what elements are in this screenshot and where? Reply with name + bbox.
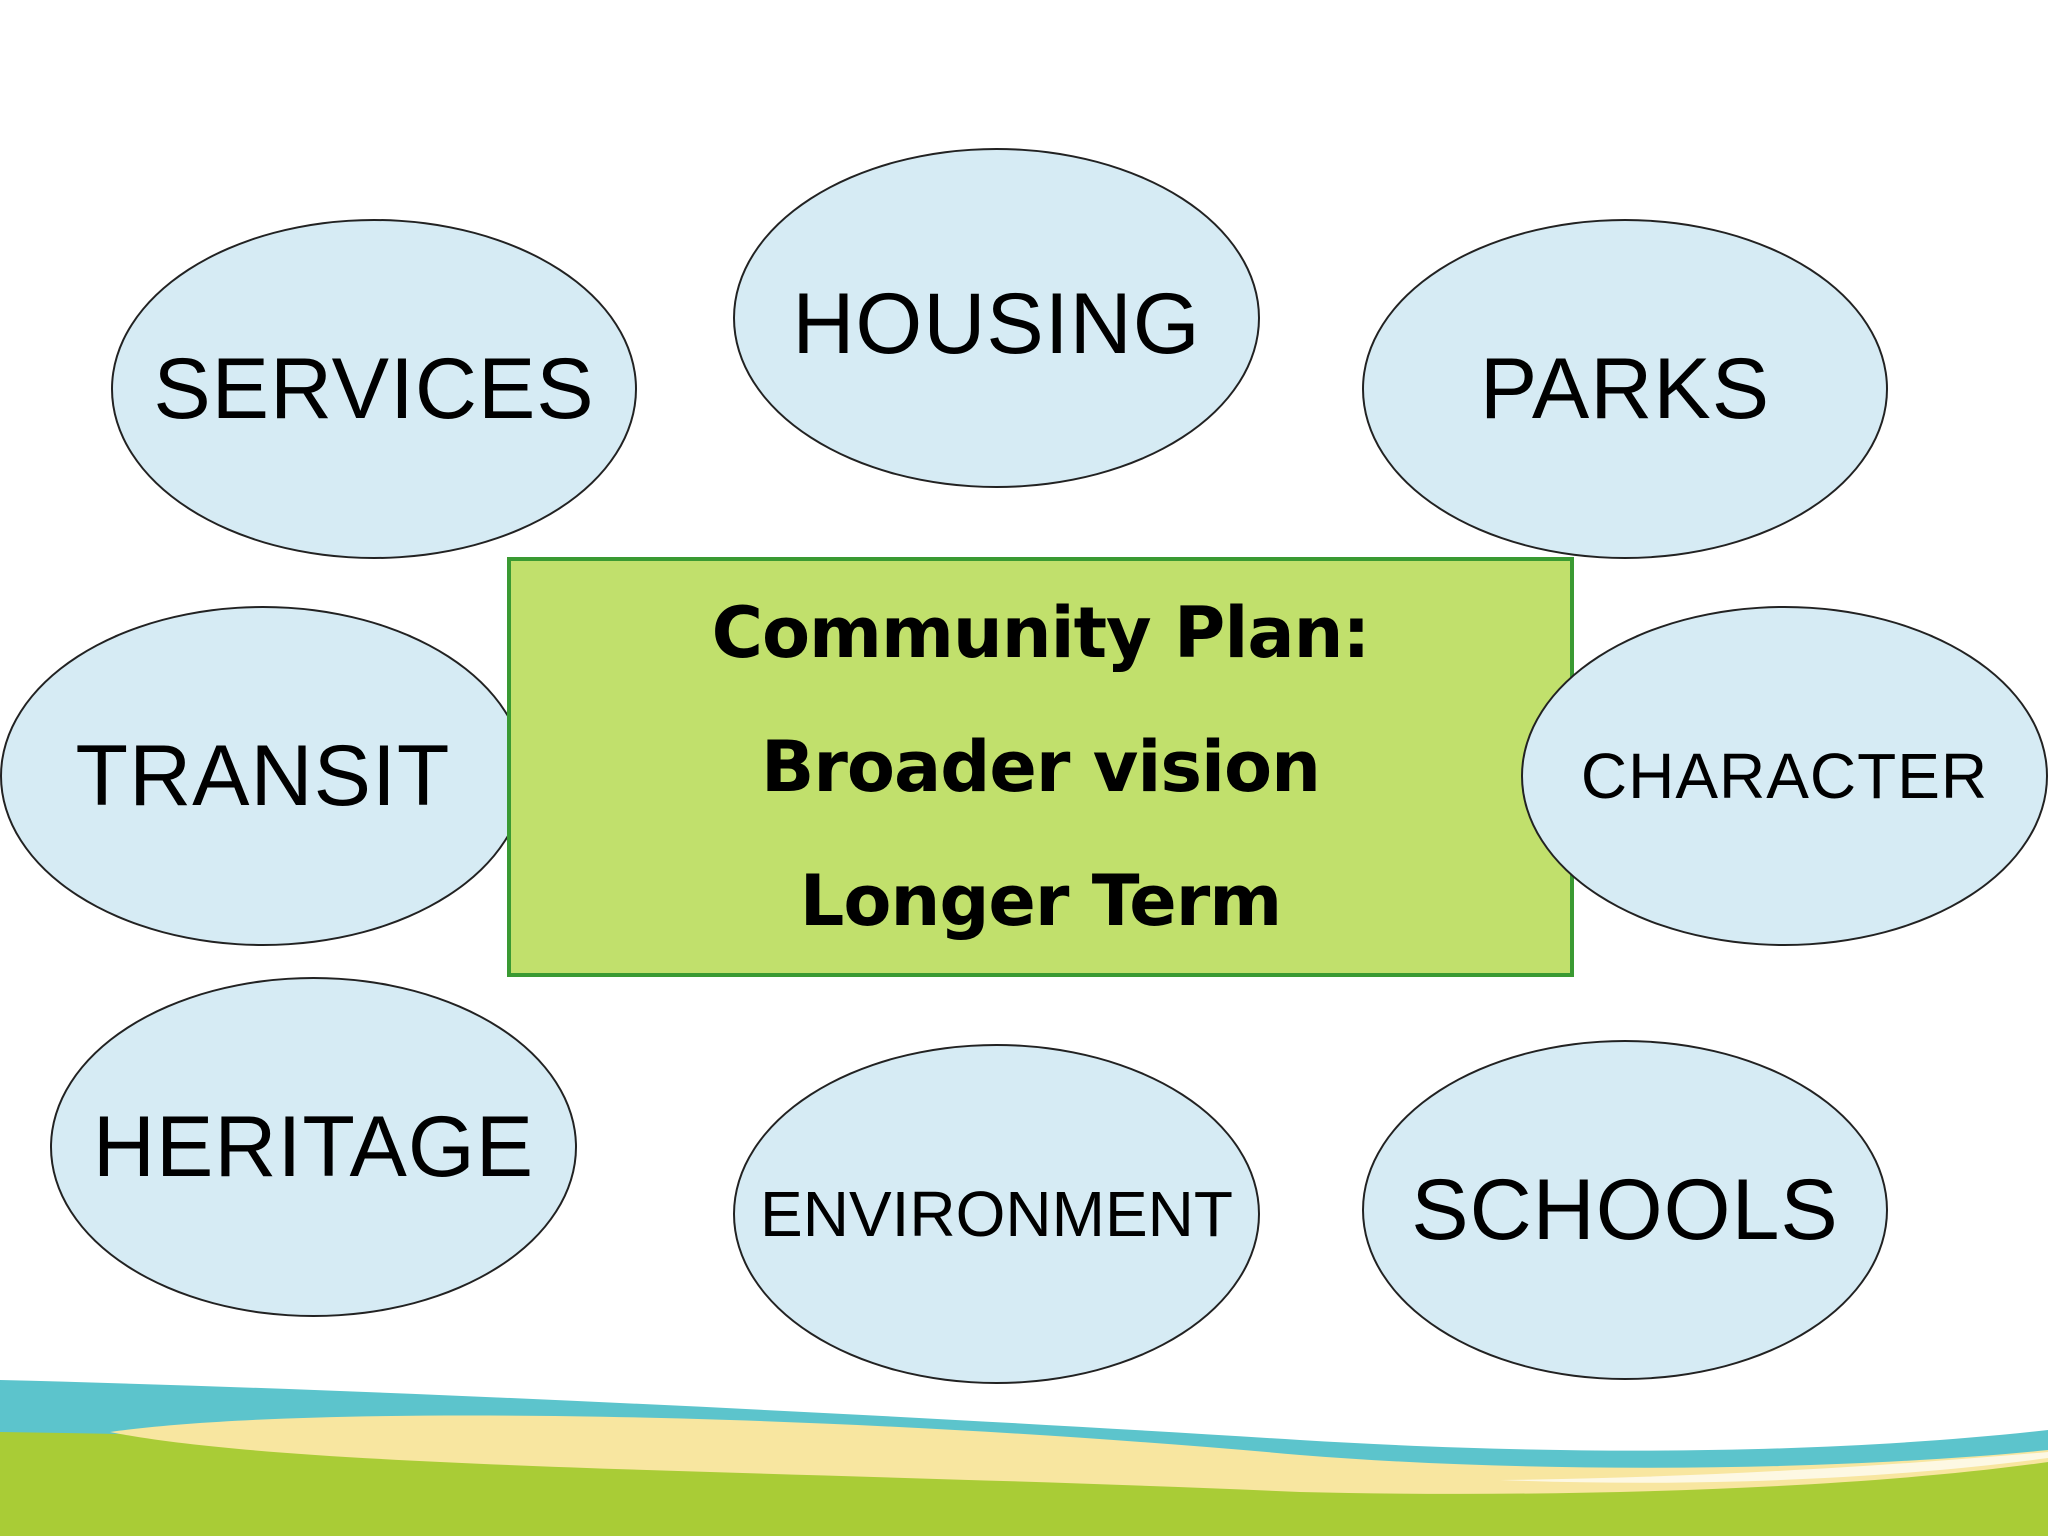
topic-bubble-services: SERVICES <box>111 219 637 559</box>
topic-bubble-character: CHARACTER <box>1521 606 2048 946</box>
topic-label-character: CHARACTER <box>1580 740 1989 812</box>
topic-label-parks: PARKS <box>1479 340 1771 437</box>
wave-light-stripe <box>1500 1452 2048 1483</box>
topic-bubble-schools: SCHOOLS <box>1362 1040 1888 1380</box>
topic-bubble-heritage: HERITAGE <box>50 977 577 1317</box>
topic-label-services: SERVICES <box>153 340 595 437</box>
community-plan-line-vision: Broader vision <box>761 726 1321 808</box>
topic-bubble-transit: TRANSIT <box>0 606 526 946</box>
topic-label-transit: TRANSIT <box>75 727 451 824</box>
topic-label-housing: HOUSING <box>792 276 1201 372</box>
topic-bubble-environment: ENVIRONMENT <box>733 1044 1260 1384</box>
community-plan-line-term: Longer Term <box>799 860 1282 942</box>
topic-label-heritage: HERITAGE <box>92 1098 535 1195</box>
topic-bubble-housing: HOUSING <box>733 148 1260 488</box>
topic-bubble-parks: PARKS <box>1362 219 1888 559</box>
topic-label-schools: SCHOOLS <box>1411 1161 1839 1258</box>
wave-sand-stripe <box>110 1415 2048 1494</box>
community-plan-title: Community Plan: <box>711 592 1371 674</box>
topic-label-environment: ENVIRONMENT <box>760 1178 1233 1250</box>
community-plan-box: Community Plan: Broader vision Longer Te… <box>507 557 1574 977</box>
